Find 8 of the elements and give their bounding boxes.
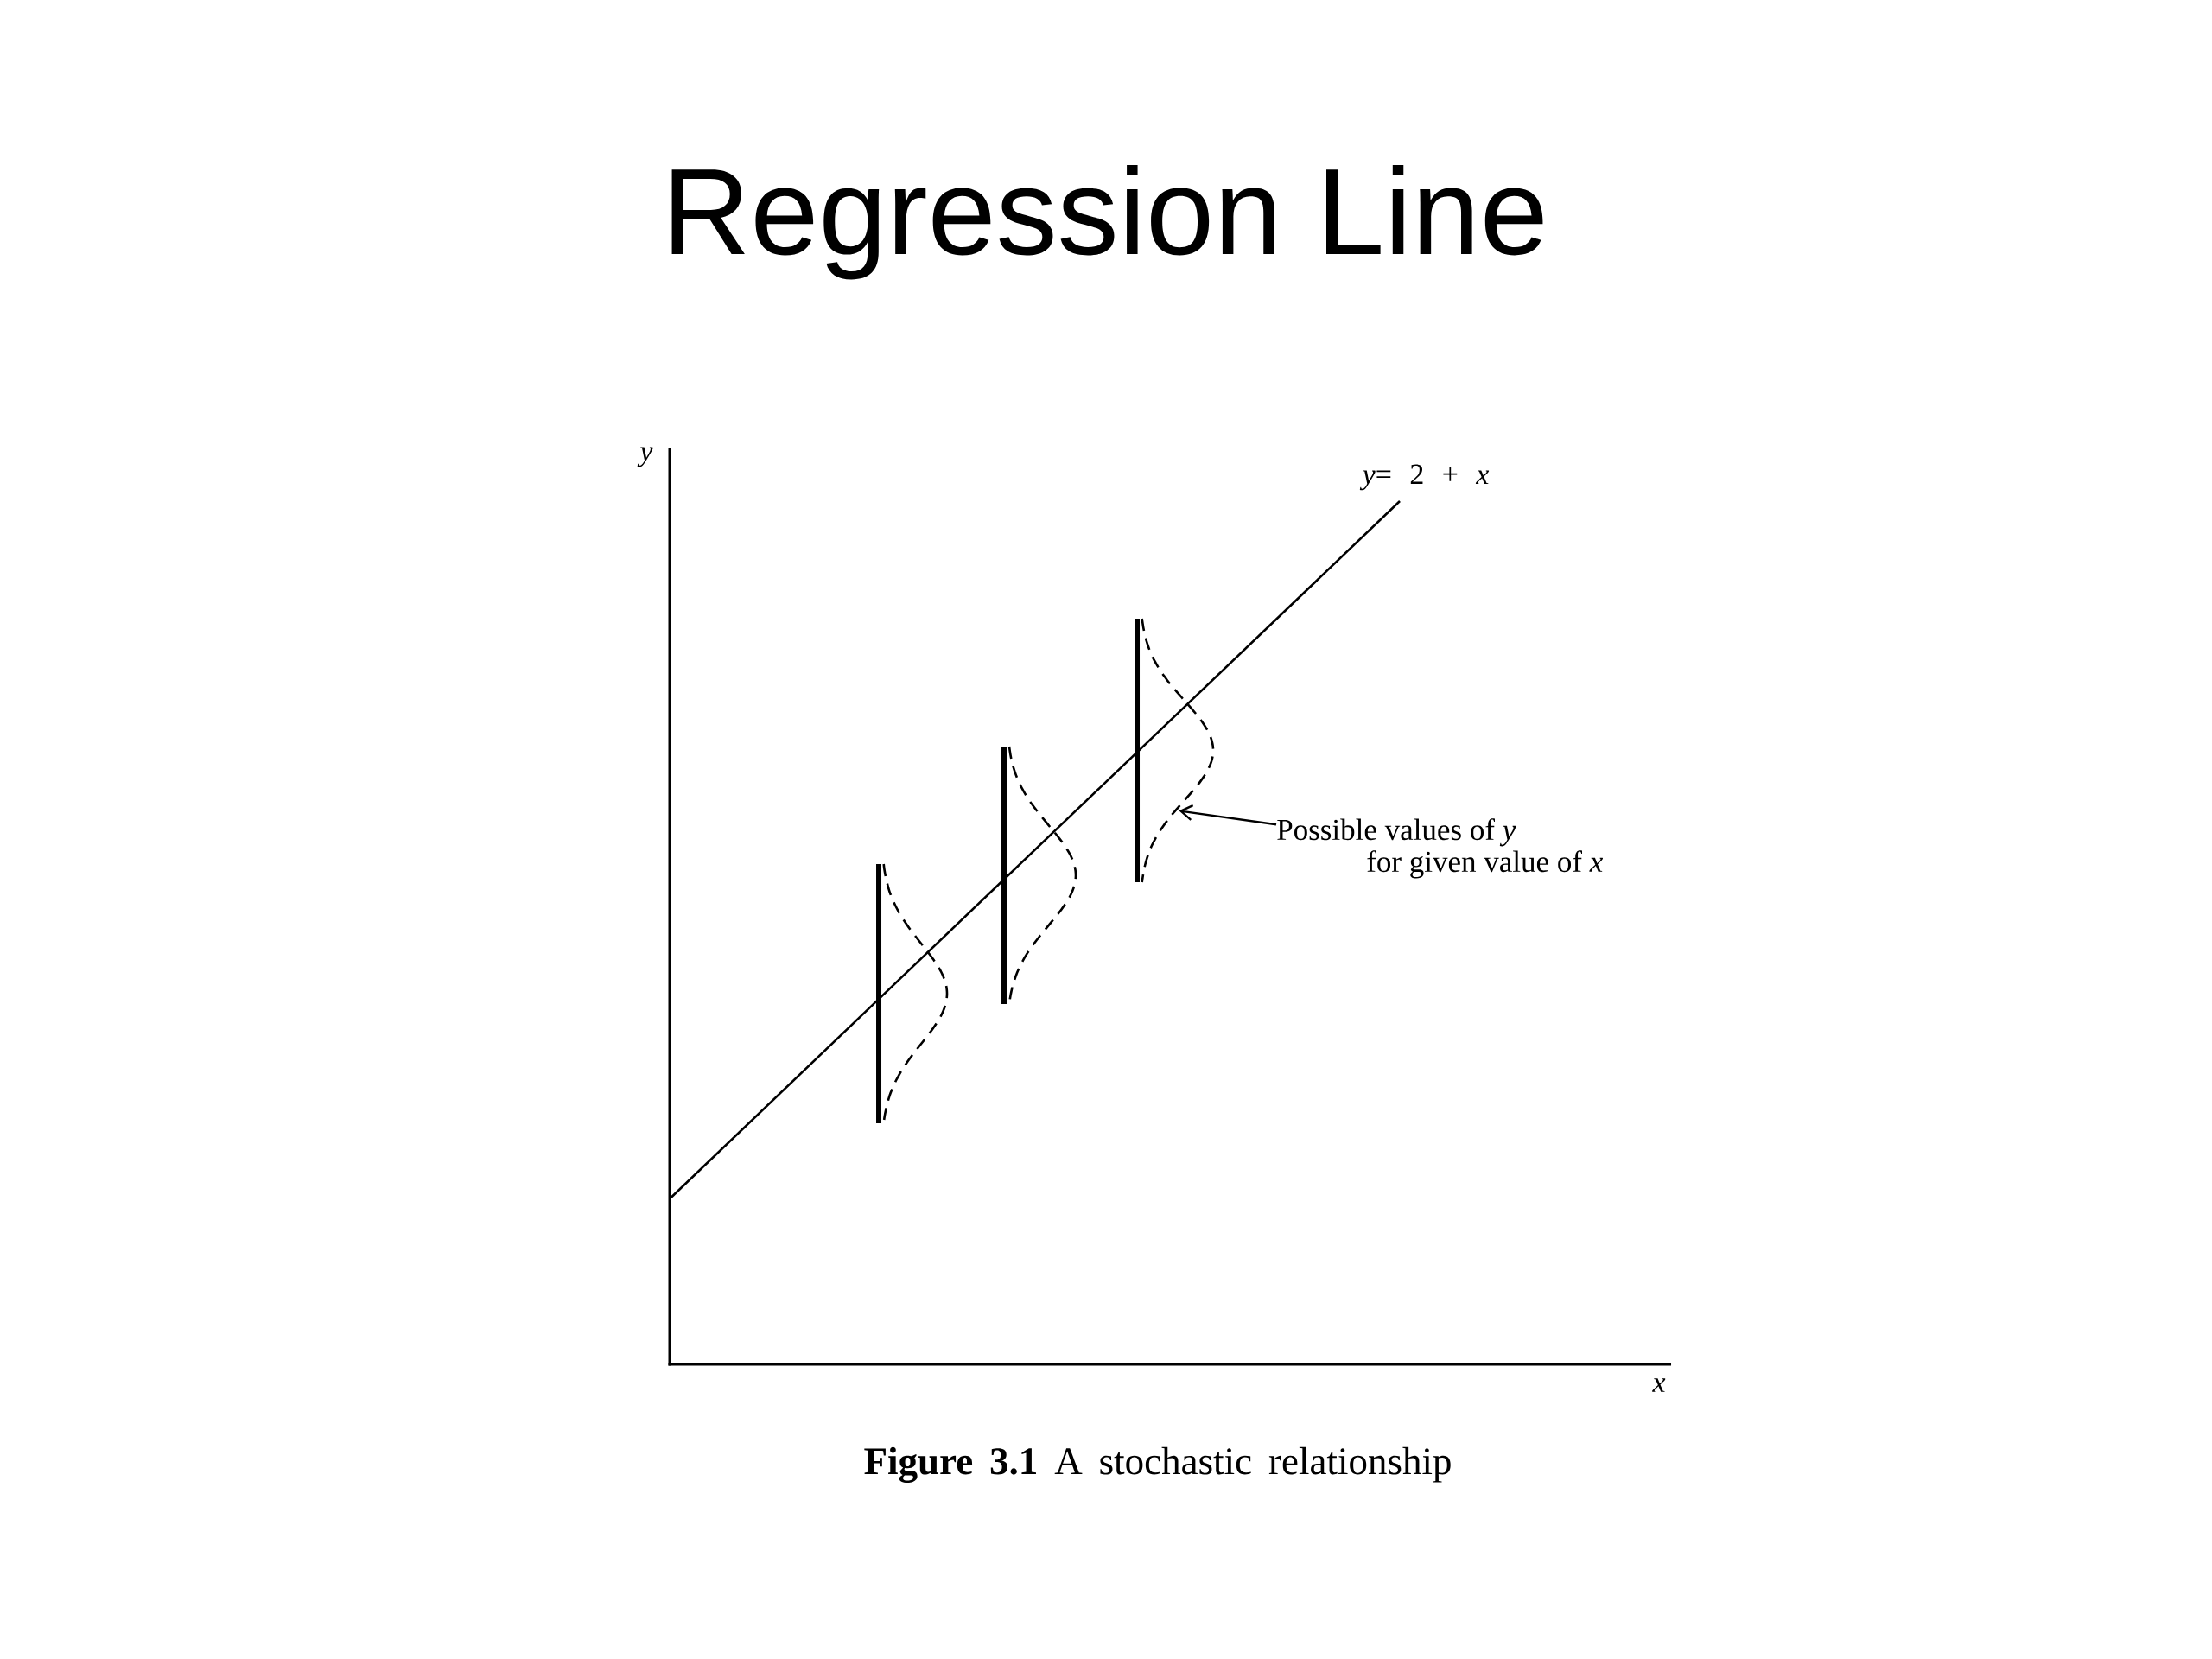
leader-arrow [1179, 804, 1277, 826]
equation-label: y= 2 + x [1359, 464, 1490, 491]
callout-text: Possible values of y for given value of x [1277, 818, 1603, 879]
axis-label: x [1652, 1378, 1666, 1392]
distribution-curve [1135, 618, 1215, 883]
title: Regression Line [671, 165, 1543, 280]
axis-label: y [637, 447, 653, 467]
caption: Figure 3.1 A stochastic relationship [864, 1446, 1451, 1483]
